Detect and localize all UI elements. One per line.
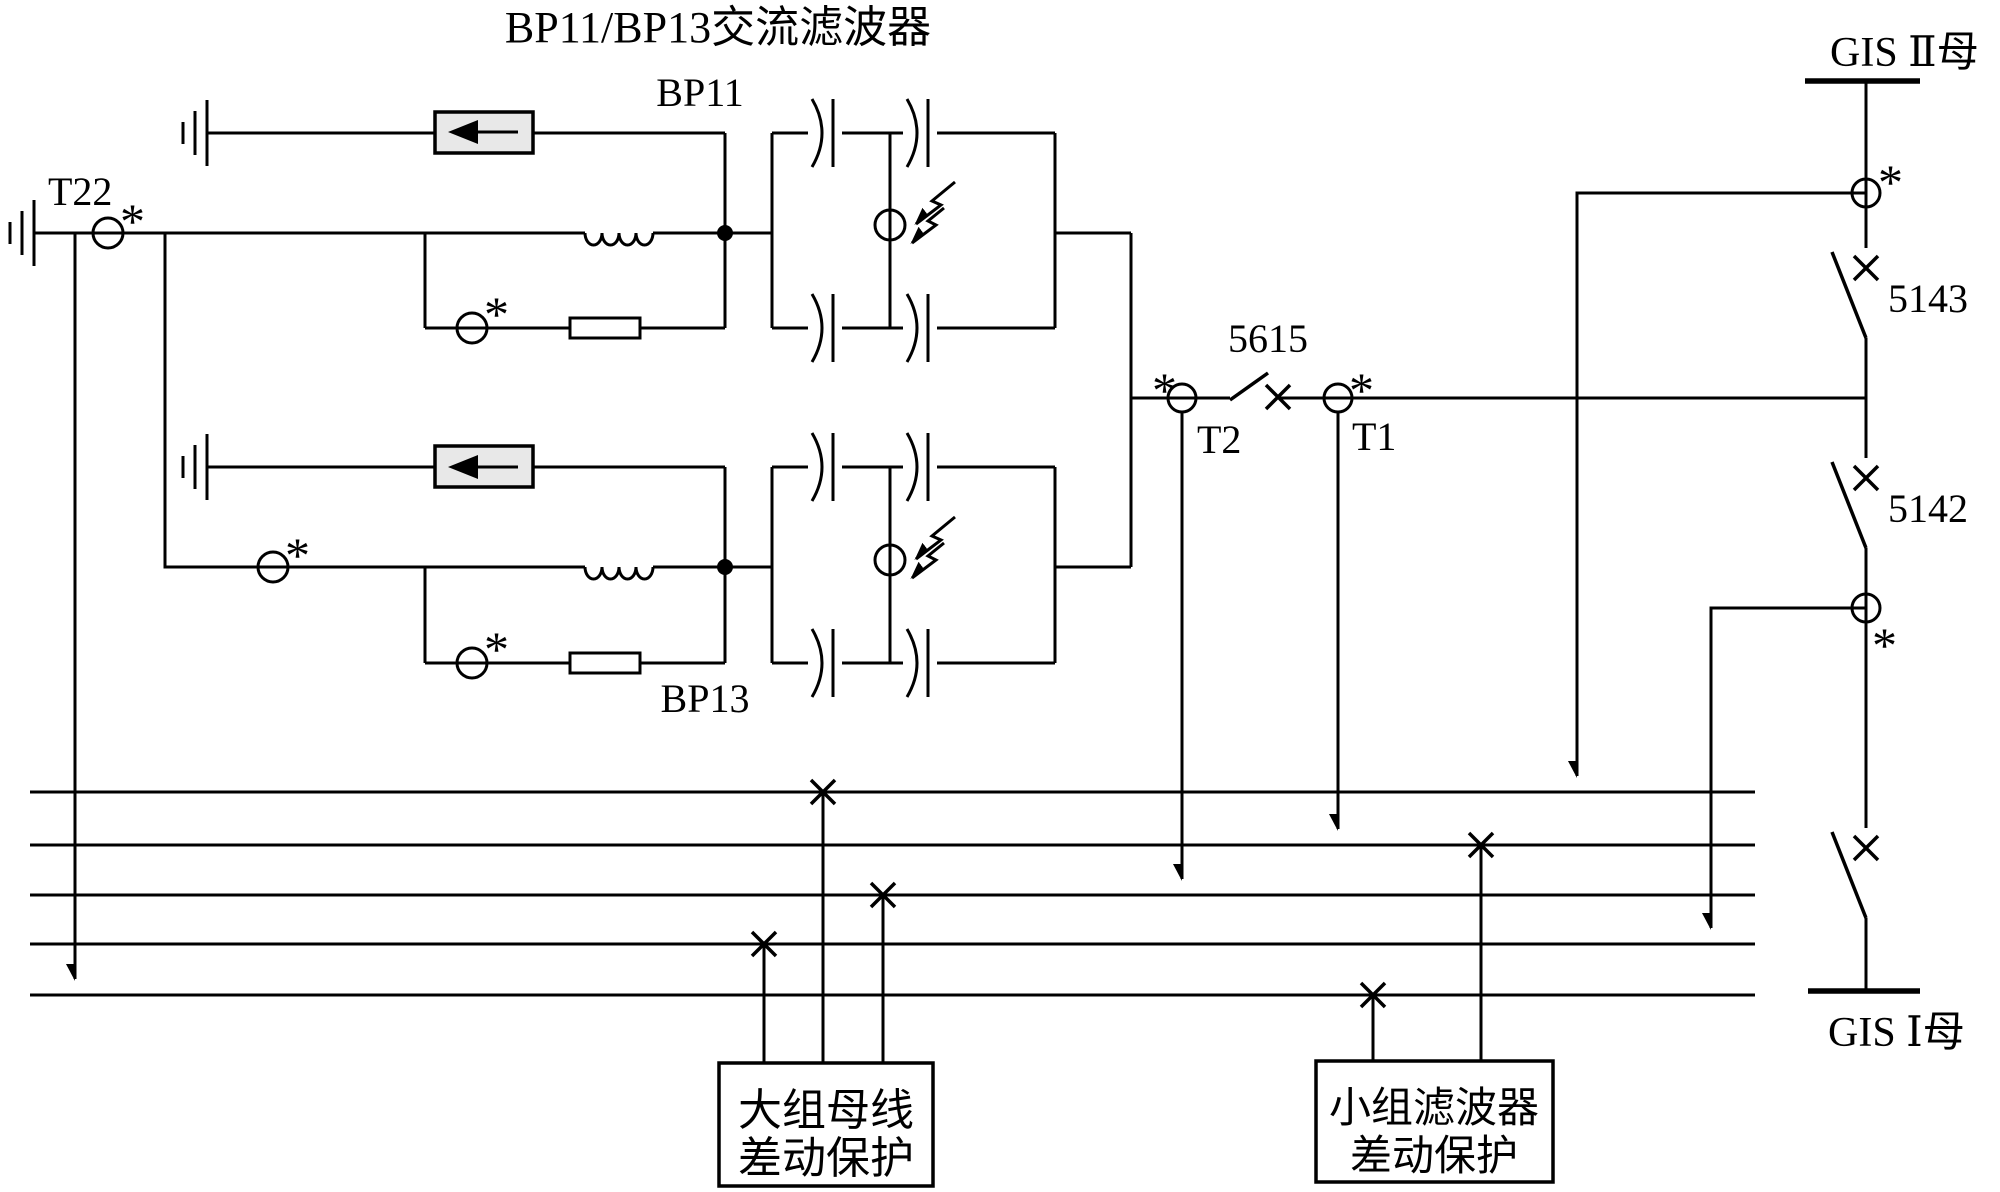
tap-x-wire1 <box>809 778 837 806</box>
capacitor-icon <box>810 432 930 698</box>
arrester-icon <box>873 208 907 242</box>
gis-bay: GIS Ⅱ母 * 5143 5142 * GIS Ⅰ母 <box>1805 30 1979 1056</box>
s5142-ct-polarity: * <box>1872 617 1897 673</box>
disconnector-5142: 5142 <box>1830 461 1968 549</box>
tie-line-5615: 5615 * T2 * T1 <box>1131 316 1866 462</box>
disconnector-5615-contact-x <box>1264 383 1292 411</box>
disconnector-lower <box>1830 831 1880 919</box>
filter-diff-box <box>1314 1059 1555 1184</box>
tap-x-wire3 <box>869 881 897 909</box>
t1-label: T1 <box>1352 414 1396 459</box>
filter-diff-leads <box>1371 845 1483 1061</box>
bp13-bypass-wire <box>423 567 725 665</box>
ground-icon <box>181 100 209 166</box>
inductor-icon <box>583 566 655 581</box>
capacitor-icon <box>810 98 930 363</box>
gis2-ct-secondary-arrow <box>1577 191 1866 776</box>
sw-5142-label: 5142 <box>1888 486 1968 531</box>
bp13-main-ct-icon <box>256 550 290 584</box>
ground-icon <box>181 434 209 500</box>
tap-x-wire5 <box>1359 981 1387 1009</box>
filter-diff-text-line2: 差动保护 <box>1350 1134 1518 1180</box>
bp13-energy-direction-device <box>433 444 535 489</box>
diagram-title: BP11/BP13交流滤波器 <box>505 3 931 52</box>
bp11-bypass-ct-icon <box>455 311 489 345</box>
gis2-ct-polarity: * <box>1878 154 1903 210</box>
bus-diff-box <box>717 1061 935 1188</box>
lightning-arrows-icon <box>912 515 956 580</box>
tap-x-wire2 <box>1467 831 1495 859</box>
bp13-bypass-ct-polarity: * <box>484 621 509 677</box>
disconnector-5615-blade <box>1228 371 1270 402</box>
t22-ct-polarity: * <box>120 193 145 249</box>
bp11-bypass-ct-polarity: * <box>484 286 509 342</box>
bp13-bypass-ct-icon <box>455 646 489 680</box>
t22-ct-icon <box>91 216 125 250</box>
bp11-bypass-wire <box>423 233 725 330</box>
bus-diff-text-line1: 大组母线 <box>738 1086 914 1135</box>
bp11-energy-direction-device <box>433 110 535 155</box>
filter-diff-protection: 小组滤波器 差动保护 <box>1314 831 1555 1184</box>
ground-icon <box>8 200 36 266</box>
arrester-icon <box>873 543 907 577</box>
bp13-filter-unit: * * BP13 <box>163 233 1131 721</box>
resistor-icon <box>568 316 642 340</box>
bus-diff-protection: 大组母线 差动保护 <box>717 778 935 1188</box>
junction-dot <box>717 225 733 241</box>
s5142-ct-secondary-arrow <box>1711 606 1866 928</box>
bp13-label: BP13 <box>661 676 750 721</box>
filter-diff-text-line1: 小组滤波器 <box>1329 1086 1539 1132</box>
tap-x-wire4 <box>750 930 778 958</box>
bp13-capacitor-bridge <box>770 432 1057 698</box>
inductor-icon <box>583 232 655 247</box>
gis-bus-2-label: GIS Ⅱ母 <box>1830 30 1979 76</box>
ct-secondary-wiring <box>75 191 1866 979</box>
t2-label: T2 <box>1197 417 1241 462</box>
bp11-label: BP11 <box>656 70 743 115</box>
gis-bus-1-label: GIS Ⅰ母 <box>1828 1010 1965 1056</box>
t2-ct-polarity: * <box>1152 362 1177 418</box>
disconnector-5143: 5143 <box>1830 251 1968 339</box>
junction-dot <box>717 559 733 575</box>
bp11-filter-unit: * T22 * BP11 <box>8 70 1131 363</box>
sw-5615-label: 5615 <box>1228 316 1308 361</box>
lightning-arrows-icon <box>912 180 956 245</box>
bp13-main-wire-left <box>163 233 585 569</box>
bp11-capacitor-bridge <box>770 98 1057 363</box>
left-arrow-icon <box>448 455 478 479</box>
resistor-icon <box>568 651 642 675</box>
t1-ct-polarity: * <box>1349 362 1374 418</box>
protection-bus-wires <box>30 790 1755 997</box>
bus-diff-leads <box>762 792 885 1063</box>
bus-diff-text-line2: 差动保护 <box>738 1134 914 1183</box>
left-arrow-icon <box>448 120 478 144</box>
sw-5143-label: 5143 <box>1888 276 1968 321</box>
t22-label: T22 <box>48 169 112 214</box>
bp13-main-ct-polarity: * <box>285 527 310 583</box>
